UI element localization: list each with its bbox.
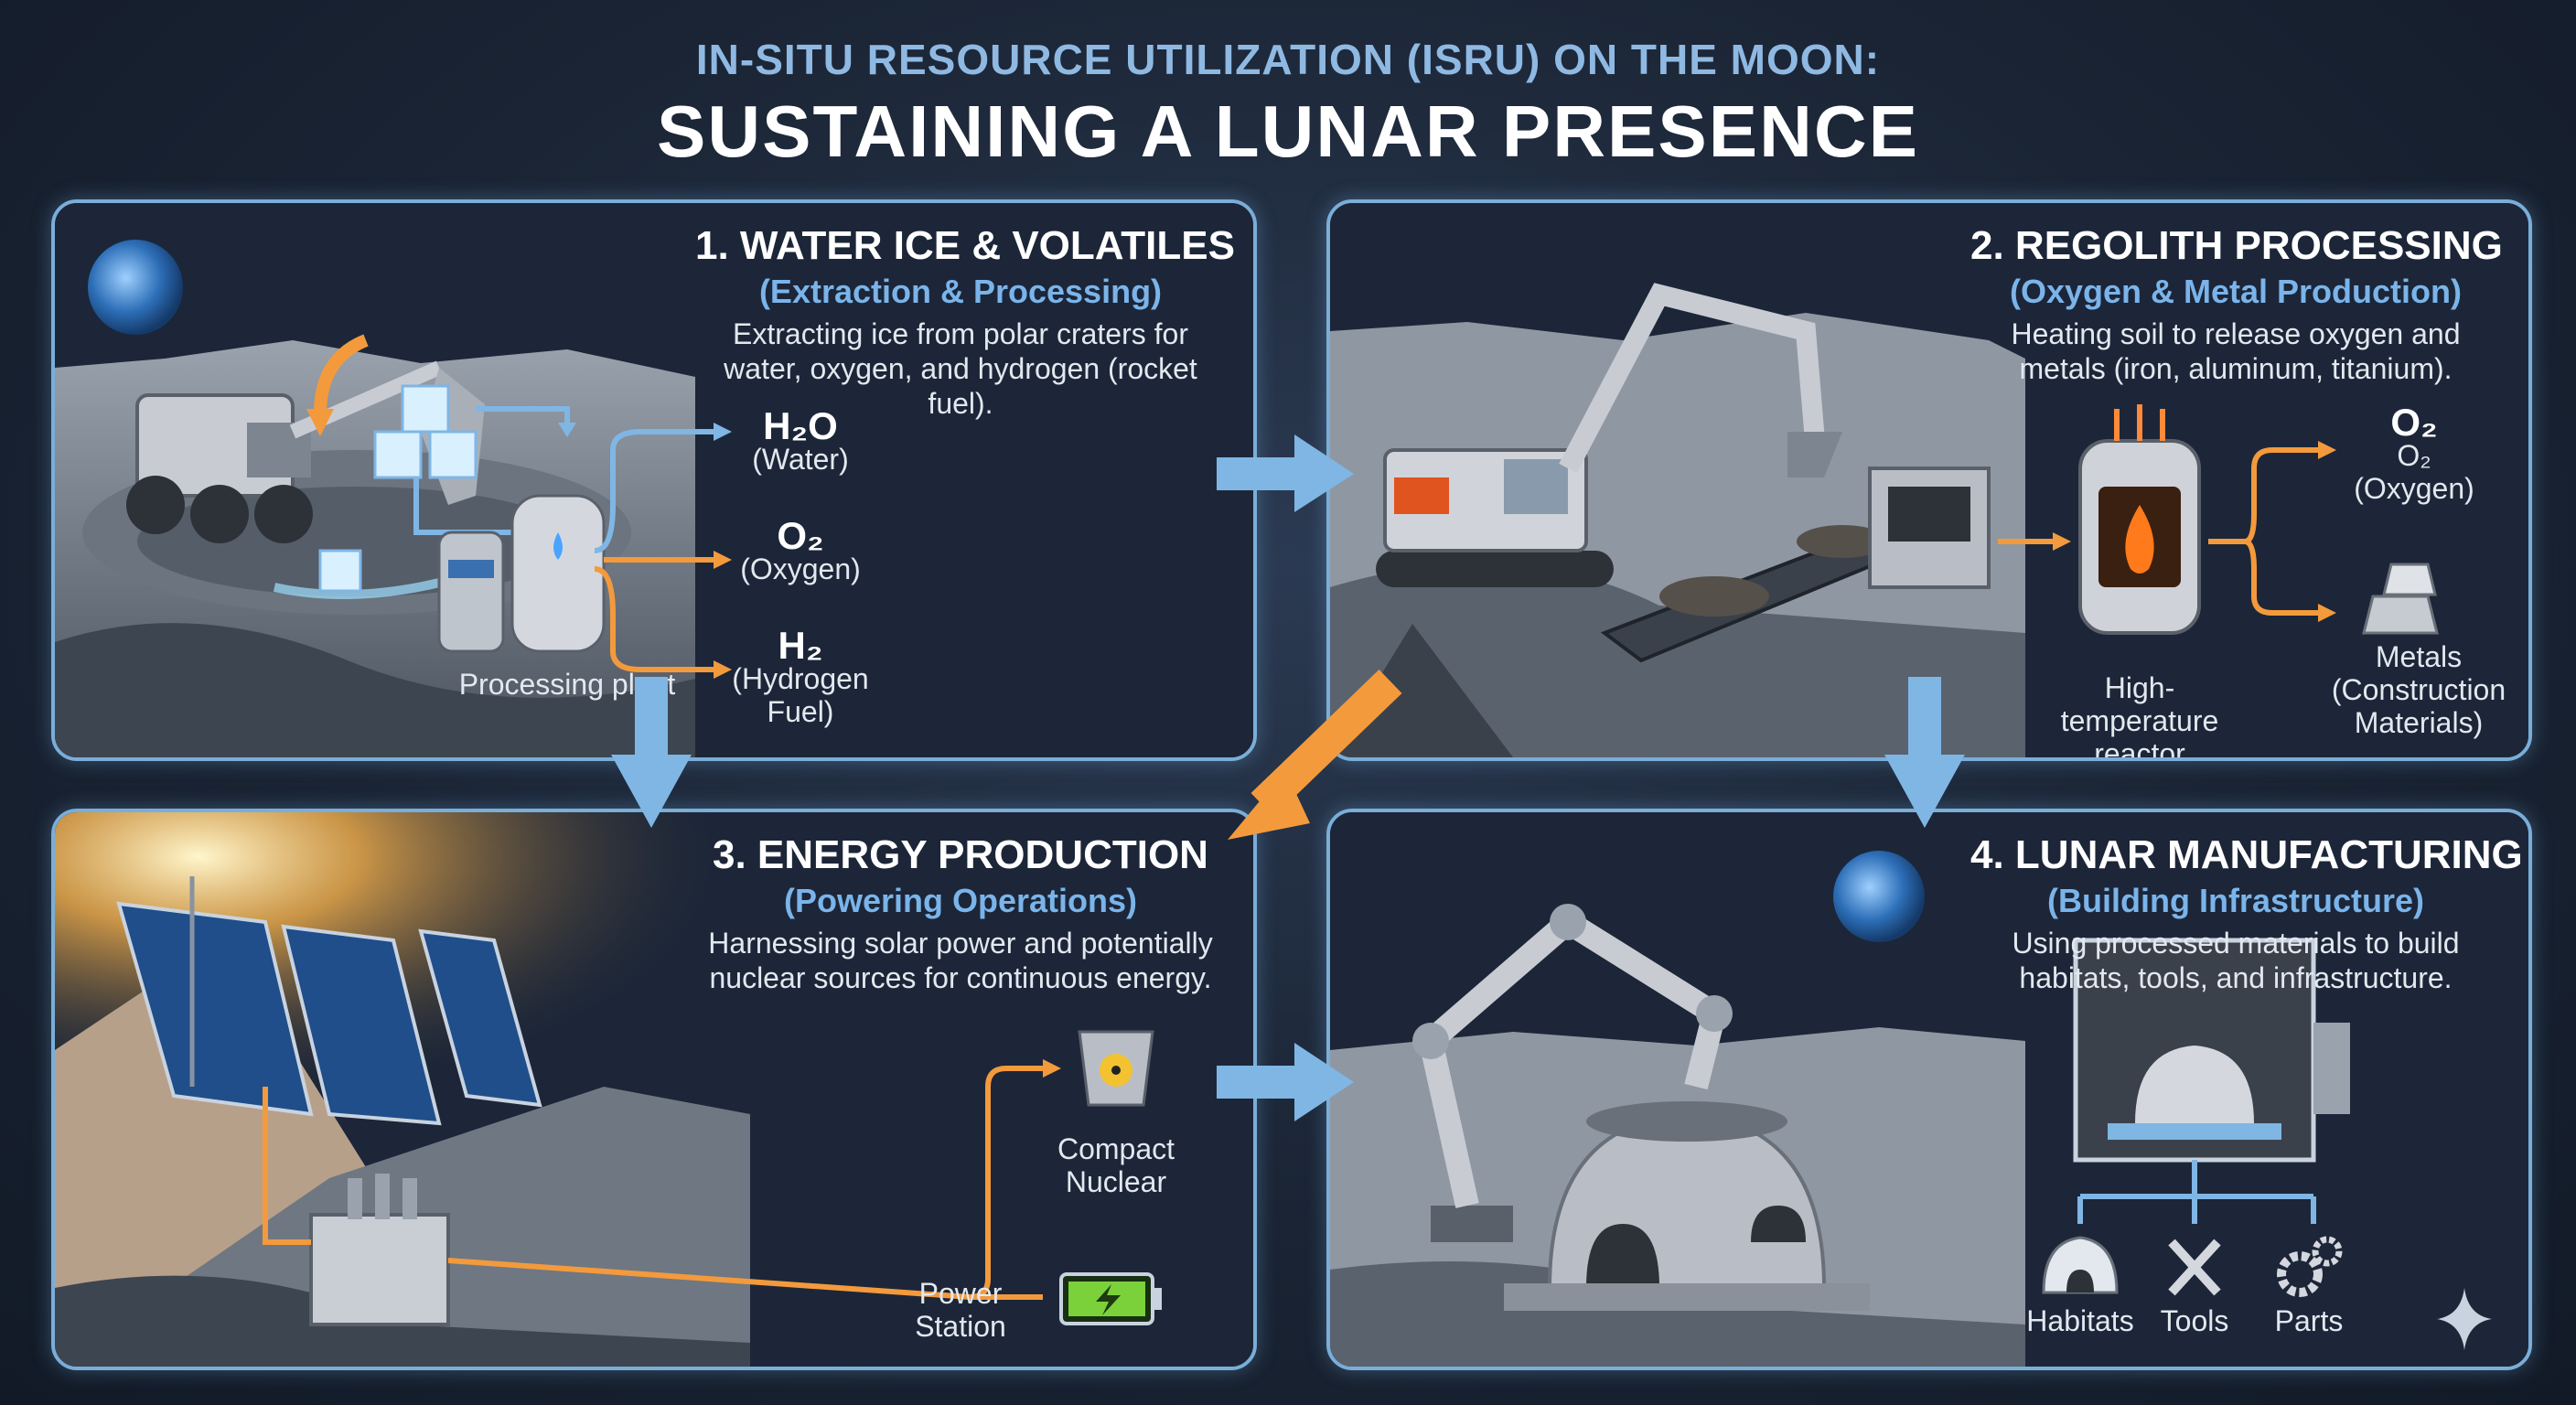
metals-label: Metals (Construction Materials) xyxy=(2331,640,2506,739)
panel-2-subtitle: (Oxygen & Metal Production) xyxy=(2009,273,2463,310)
panel-2-description: Heating soil to release oxygen and metal… xyxy=(2011,317,2461,385)
hydrogen-label: (Hydrogen Fuel) xyxy=(732,662,869,728)
power-station-label: Power Station xyxy=(915,1277,1006,1343)
conveyor-illustration xyxy=(1600,467,1991,663)
earth-icon-2 xyxy=(1833,851,1925,942)
excavator-illustration xyxy=(1376,283,1842,587)
solar-panel-array xyxy=(116,876,542,1126)
water-formula: H₂O xyxy=(763,404,838,447)
arrow-panel3-to-panel4 xyxy=(1217,1043,1354,1121)
dome-habitat-illustration xyxy=(1504,1101,1870,1311)
oxygen-label: (Oxygen) xyxy=(740,552,861,585)
panel-4-title: 4. LUNAR MANUFACTURING xyxy=(1970,832,2523,877)
water-label: (Water) xyxy=(752,443,849,476)
panel-1-title: 1. WATER ICE & VOLATILES xyxy=(695,223,1235,268)
panel-3-description: Harnessing solar power and potentially n… xyxy=(708,927,1213,994)
arrow-panel2-to-panel4 xyxy=(1884,677,1965,828)
arrow-panel2-to-panel3 xyxy=(1228,670,1402,840)
robot-arm-illustration xyxy=(1412,904,1733,1242)
earth-icon xyxy=(88,240,183,335)
panel-manufacturing: 4. LUNAR MANUFACTURING (Building Infrast… xyxy=(1326,809,2532,1370)
product-habitats: Habitats xyxy=(2026,1304,2134,1337)
reactor-illustration xyxy=(2078,404,2201,635)
fire-icon xyxy=(2125,505,2154,574)
gears-icon xyxy=(2277,1236,2343,1297)
panel-2-title: 2. REGOLITH PROCESSING xyxy=(1970,223,2503,268)
nuclear-label: Compact Nuclear xyxy=(1057,1132,1175,1198)
water-ice-scene xyxy=(55,203,1253,757)
sparkle-icon xyxy=(2437,1288,2492,1350)
hydrogen-formula: H₂ xyxy=(778,624,823,667)
panel-3-title: 3. ENERGY PRODUCTION xyxy=(713,832,1208,877)
arrow-panel1-to-panel2 xyxy=(1217,434,1354,512)
battery-icon xyxy=(1059,1272,1162,1325)
panel-3-subtitle: (Powering Operations) xyxy=(783,882,1138,919)
panel-1-subtitle: (Extraction & Processing) xyxy=(758,273,1163,310)
energy-scene xyxy=(55,812,1253,1367)
tools-icon xyxy=(2168,1239,2221,1296)
panel-1-description: Extracting ice from polar craters for wa… xyxy=(724,317,1197,420)
reactor-label: High-temperature reactor xyxy=(2060,671,2219,761)
panel-energy: 3. ENERGY PRODUCTION (Powering Operation… xyxy=(51,809,1257,1370)
panel-water-ice: 1. WATER ICE & VOLATILES (Extraction & P… xyxy=(51,199,1257,761)
arrow-panel1-to-panel3 xyxy=(611,677,692,828)
regolith-oxygen-formula: O₂ xyxy=(2390,401,2438,444)
page-title: SUSTAINING A LUNAR PRESENCE xyxy=(656,91,1919,172)
header-subtitle: IN-SITU RESOURCE UTILIZATION (ISRU) ON T… xyxy=(695,36,1881,83)
ice-cube-icon xyxy=(318,384,478,593)
panel-4-description: Using processed materials to build habit… xyxy=(2012,927,2460,994)
nuclear-icon xyxy=(1078,1030,1154,1107)
panel-4-subtitle: (Building Infrastructure) xyxy=(2047,882,2424,919)
power-station-illustration xyxy=(309,1174,450,1326)
product-tools: Tools xyxy=(2160,1304,2229,1337)
panel-regolith: 2. REGOLITH PROCESSING (Oxygen & Metal P… xyxy=(1326,199,2532,761)
regolith-scene xyxy=(1330,203,2528,757)
3d-printer-illustration xyxy=(2073,938,2350,1163)
oxygen-formula: O₂ xyxy=(777,514,824,557)
water-drop-icon xyxy=(553,532,563,560)
regolith-oxygen-label: O₂ (Oxygen) xyxy=(2354,439,2474,505)
product-parts: Parts xyxy=(2274,1304,2344,1337)
igloo-icon xyxy=(2042,1236,2119,1294)
orange-arrow xyxy=(314,334,369,414)
manufacturing-scene xyxy=(1330,812,2528,1367)
processing-plant-illustration xyxy=(437,494,606,653)
metal-ingot-icon xyxy=(2362,563,2439,635)
